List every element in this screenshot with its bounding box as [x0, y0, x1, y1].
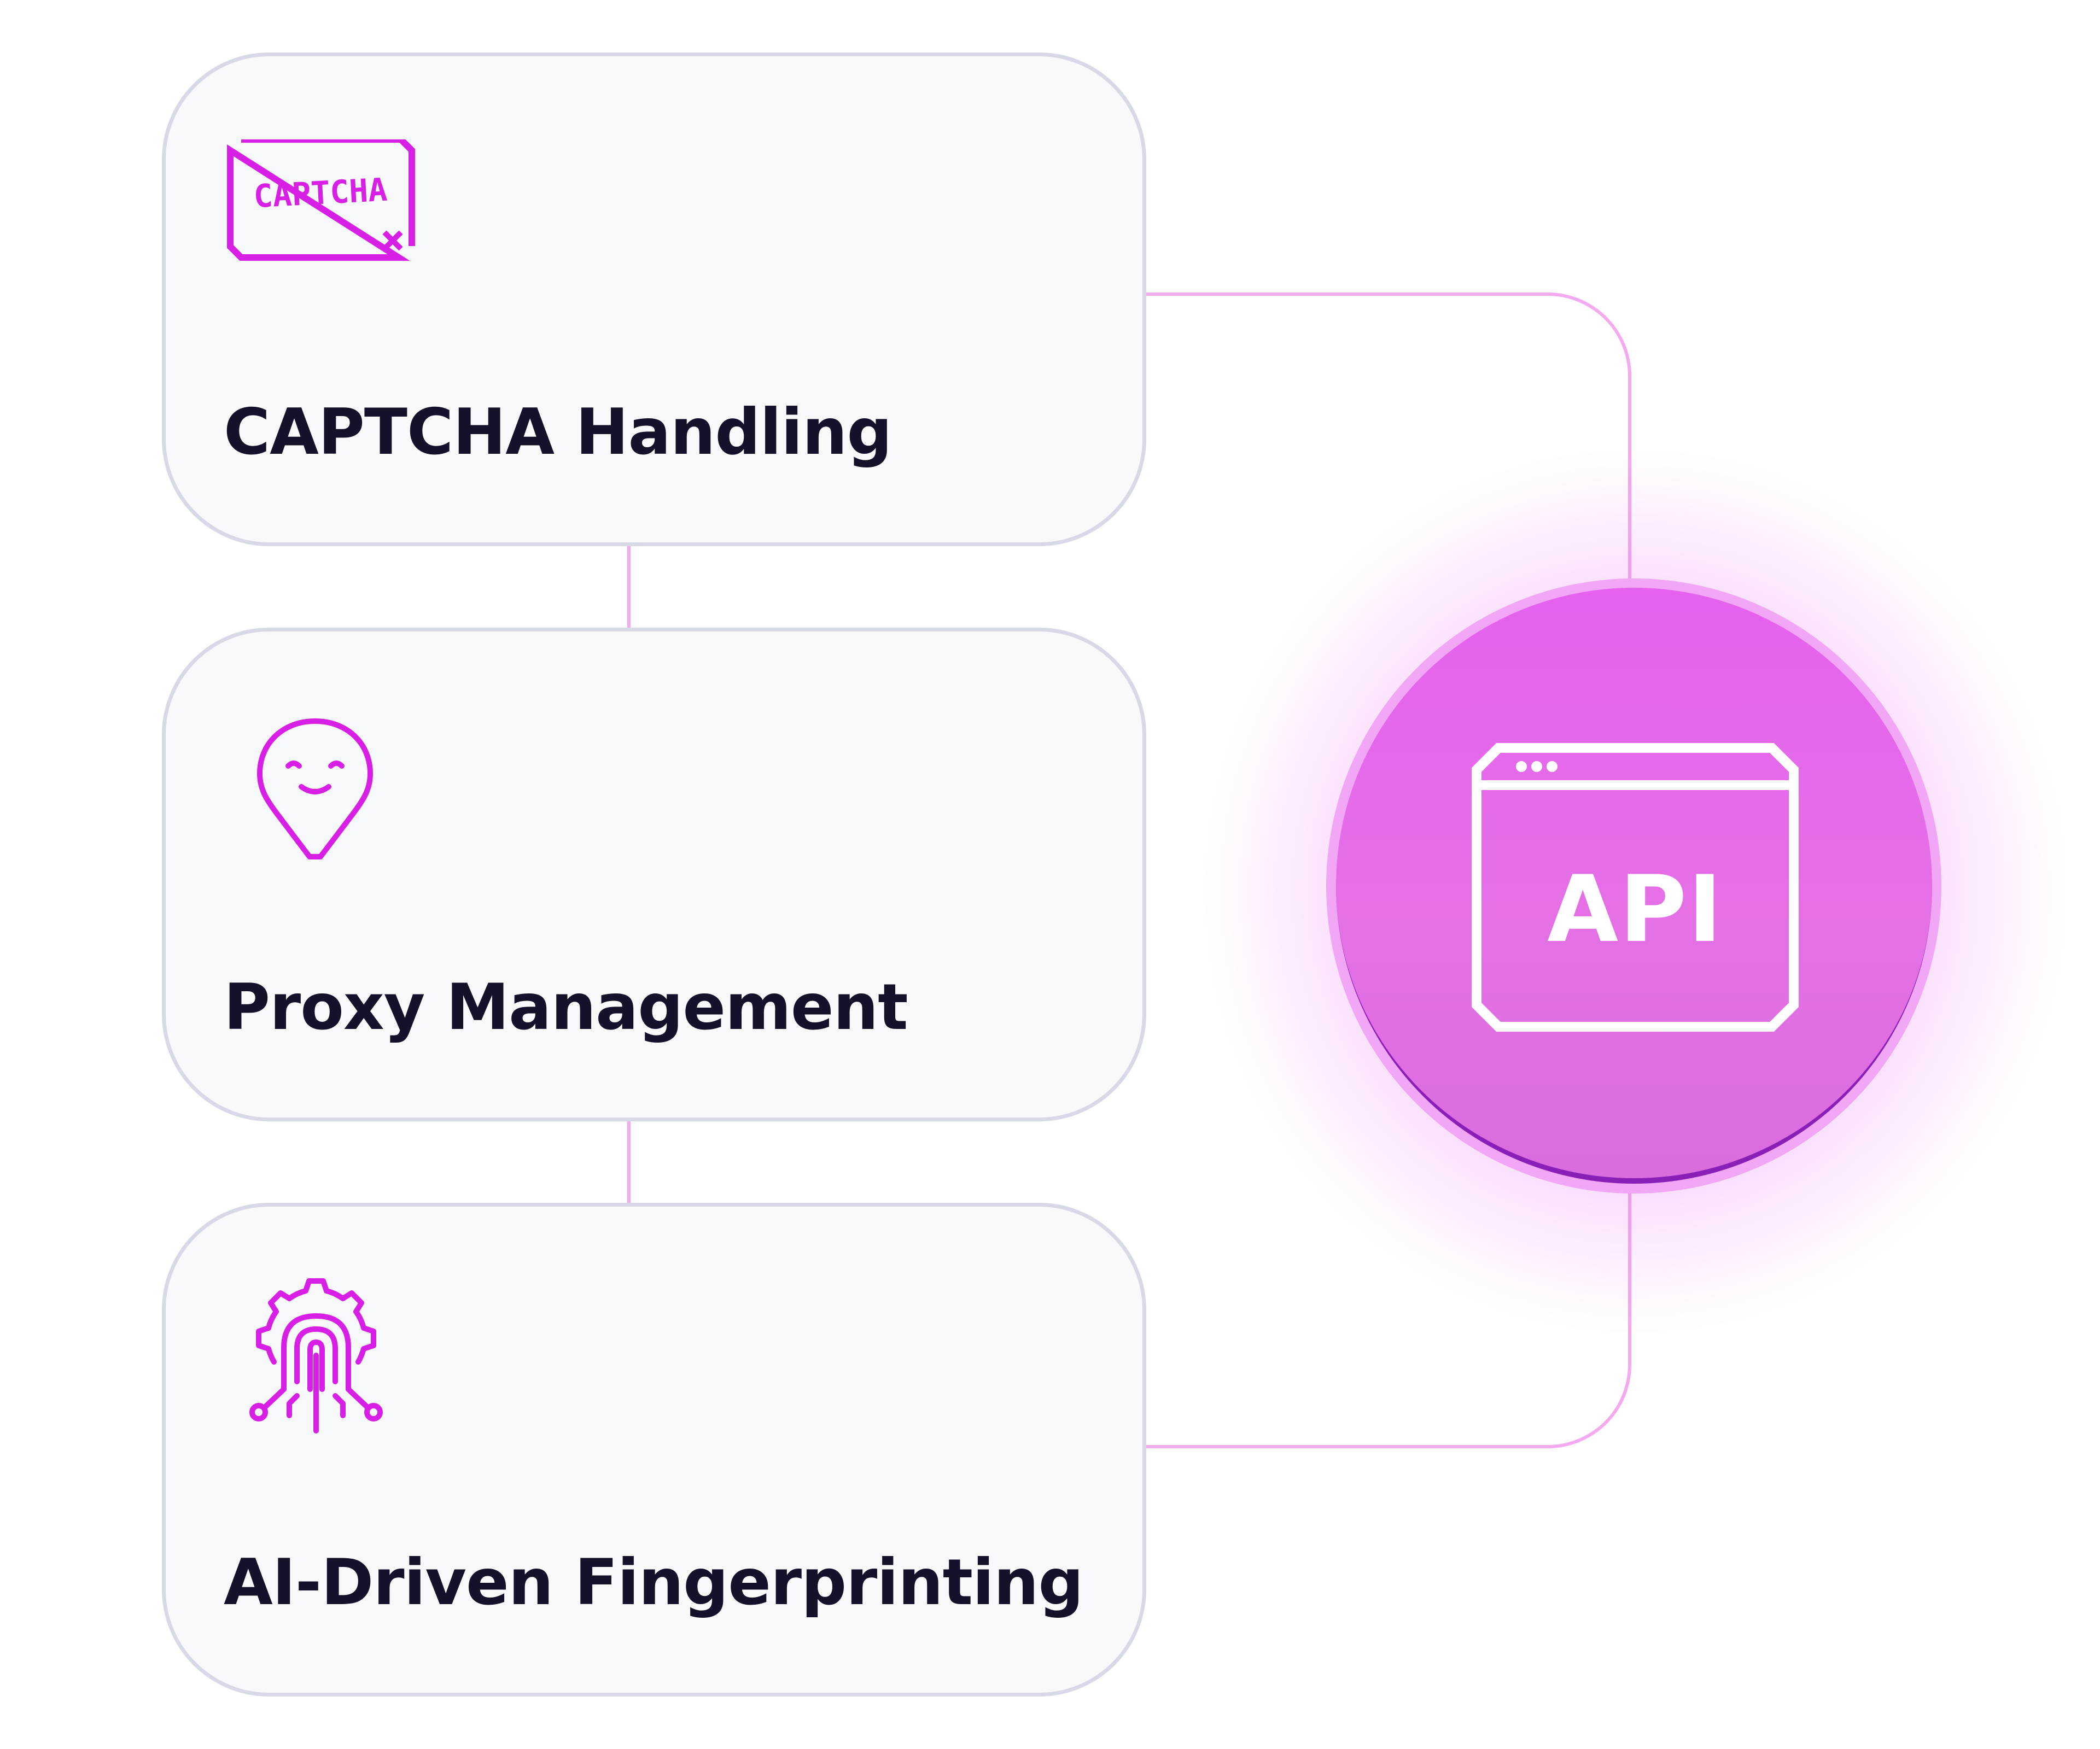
- feature-label-proxy: Proxy Management: [224, 970, 908, 1044]
- feature-card-fingerprint: AI-Driven Fingerprinting: [162, 1203, 1146, 1697]
- feature-card-proxy: Proxy Management: [162, 628, 1146, 1121]
- feature-label-captcha: CAPTCHA Handling: [224, 395, 892, 469]
- api-node: [1336, 588, 1932, 1184]
- feature-card-captcha: CAPTCHA CAPTCHA Handling: [162, 52, 1146, 546]
- connector-fingerprint-to-api: [1146, 1192, 1631, 1448]
- smiling-location-pin-icon: [257, 718, 373, 859]
- captcha-icon: CAPTCHA: [227, 139, 415, 261]
- connector-captcha-to-api: [1146, 293, 1631, 580]
- feature-label-fingerprint: AI-Driven Fingerprinting: [224, 1546, 1084, 1619]
- fingerprint-gear-icon: [249, 1278, 383, 1434]
- captcha-icon-text: CAPTCHA: [253, 171, 388, 215]
- api-label: API: [1547, 856, 1723, 963]
- browser-window-icon: [1472, 743, 1799, 1032]
